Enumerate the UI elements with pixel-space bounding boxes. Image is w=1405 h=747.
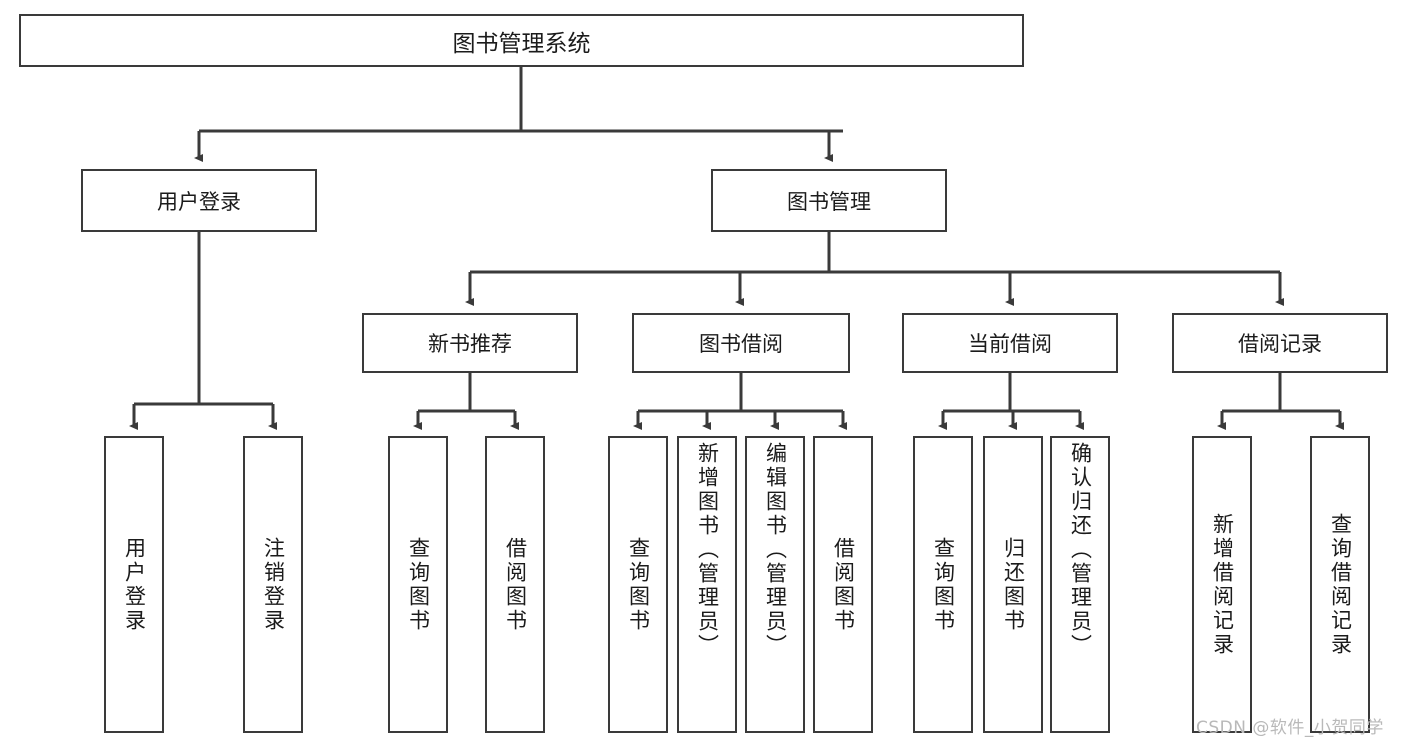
leaf-borrow-book-2-label: 借阅图书 — [831, 536, 856, 633]
leaf-query-book-2[interactable]: 查询图书 — [608, 436, 668, 733]
leaf-borrow-book-1-label: 借阅图书 — [503, 536, 528, 633]
node-new-book-recommend-label: 新书推荐 — [428, 332, 512, 356]
leaf-query-book-3[interactable]: 查询图书 — [913, 436, 973, 733]
leaf-borrow-book-2[interactable]: 借阅图书 — [813, 436, 873, 733]
node-book-borrow-label: 图书借阅 — [699, 332, 783, 356]
leaf-query-book-1[interactable]: 查询图书 — [388, 436, 448, 733]
leaf-confirm-return-admin[interactable]: 确认归还（管理员） — [1050, 436, 1110, 733]
watermark: CSDN @软件_小贺同学 — [1196, 718, 1384, 738]
leaf-edit-book-admin[interactable]: 编辑图书（管理员） — [745, 436, 805, 733]
leaf-query-borrow-record-label: 查询借阅记录 — [1328, 512, 1353, 657]
node-book-manage-label: 图书管理 — [787, 189, 871, 214]
leaf-query-book-1-label: 查询图书 — [406, 536, 431, 633]
leaf-query-book-2-label: 查询图书 — [626, 536, 651, 633]
leaf-edit-book-admin-label: 编辑图书（管理员） — [763, 442, 788, 658]
node-root-system[interactable]: 图书管理系统 — [19, 14, 1024, 67]
node-root-label: 图书管理系统 — [452, 30, 591, 57]
leaf-user-login[interactable]: 用户登录 — [104, 436, 164, 733]
leaf-user-logout-label: 注销登录 — [261, 536, 286, 633]
leaf-confirm-return-admin-label: 确认归还（管理员） — [1068, 442, 1093, 658]
leaf-add-borrow-record-label: 新增借阅记录 — [1210, 512, 1235, 657]
node-current-borrow[interactable]: 当前借阅 — [902, 313, 1118, 373]
leaf-borrow-book-1[interactable]: 借阅图书 — [485, 436, 545, 733]
node-user-login[interactable]: 用户登录 — [81, 169, 317, 232]
node-current-borrow-label: 当前借阅 — [968, 332, 1052, 356]
leaf-user-login-label: 用户登录 — [122, 536, 147, 633]
node-book-borrow[interactable]: 图书借阅 — [632, 313, 850, 373]
leaf-user-logout[interactable]: 注销登录 — [243, 436, 303, 733]
leaf-query-borrow-record[interactable]: 查询借阅记录 — [1310, 436, 1370, 733]
node-book-manage[interactable]: 图书管理 — [711, 169, 947, 232]
leaf-add-book-admin[interactable]: 新增图书（管理员） — [677, 436, 737, 733]
leaf-return-book-label: 归还图书 — [1001, 536, 1026, 633]
leaf-add-borrow-record[interactable]: 新增借阅记录 — [1192, 436, 1252, 733]
leaf-add-book-admin-label: 新增图书（管理员） — [695, 442, 720, 658]
node-new-book-recommend[interactable]: 新书推荐 — [362, 313, 578, 373]
leaf-query-book-3-label: 查询图书 — [931, 536, 956, 633]
node-borrow-record-label: 借阅记录 — [1238, 332, 1322, 356]
leaf-return-book[interactable]: 归还图书 — [983, 436, 1043, 733]
node-borrow-record[interactable]: 借阅记录 — [1172, 313, 1388, 373]
node-user-login-label: 用户登录 — [157, 189, 241, 214]
